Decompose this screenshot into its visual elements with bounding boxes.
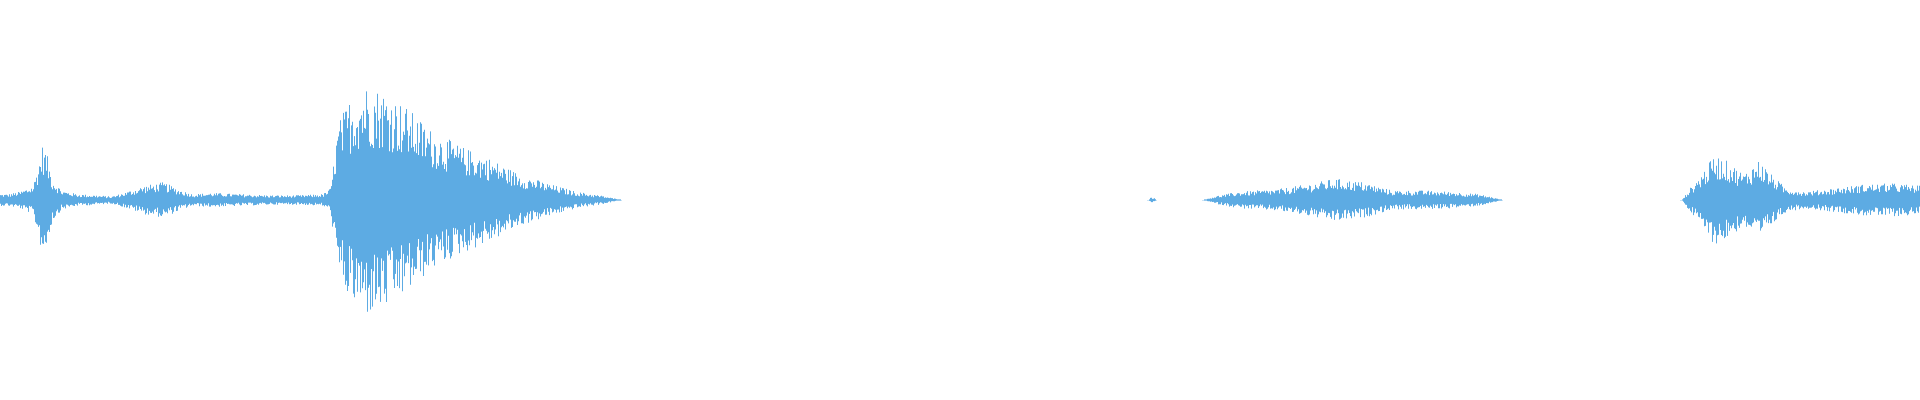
waveform-segment-4 <box>1680 158 1920 244</box>
waveform-segments <box>0 91 1920 312</box>
waveform-segment-2 <box>1147 197 1157 203</box>
waveform-segment-1 <box>0 91 622 312</box>
waveform-segment-3 <box>1202 179 1503 220</box>
